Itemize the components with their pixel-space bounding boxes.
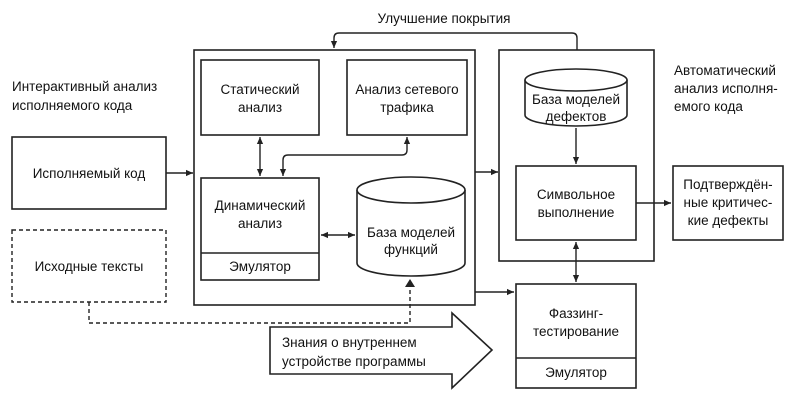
interactive-analysis-title-line1: Интерактивный анализ	[12, 79, 157, 94]
static-analysis-label-line2: анализ	[238, 100, 282, 115]
knowledge-label-line1: Знания о внутреннем	[282, 335, 417, 350]
fuzzing-box	[515, 283, 637, 389]
fuzzing-emulator-label: Эмулятор	[545, 365, 607, 380]
dynamic-analysis-box	[200, 177, 320, 281]
interactive-analysis-frame	[193, 49, 476, 306]
traffic-analysis-box	[346, 59, 468, 136]
confirmed-defects-label-line1: Подтверждён-	[683, 177, 772, 192]
dynamic-traffic-arrow	[279, 137, 411, 176]
defects-db-label-line1: База моделей	[532, 92, 620, 107]
functions-db-top	[356, 176, 466, 204]
defects-db-top	[524, 68, 628, 92]
confirmed-defects-box	[672, 165, 784, 241]
fuzzing-label-line1: Фаззинг-	[549, 306, 603, 321]
symbolic-execution-label-line1: Символьное	[537, 187, 615, 202]
symbolic-execution-label-line2: выполнение	[538, 205, 615, 220]
confirmed-defects-label-line2: ные критичес-	[684, 195, 773, 210]
dynamic-emulator-label: Эмулятор	[229, 259, 291, 274]
functions-db-label-line1: База моделей	[367, 225, 455, 240]
automatic-analysis-title-line1: Автоматический	[674, 63, 776, 78]
traffic-analysis-label-line2: трафика	[380, 100, 434, 115]
symbolic-execution-box	[515, 165, 637, 241]
coverage-improvement-label: Улучшение покрытия	[378, 11, 511, 26]
automatic-analysis-title-line3: емого кода	[674, 99, 743, 114]
executable-code-box	[11, 136, 167, 210]
defects-db-label-line2: дефектов	[546, 109, 607, 124]
knowledge-arrow-shape	[269, 311, 494, 390]
defects-db-cylinder	[524, 80, 628, 127]
dynamic-analysis-label-line2: анализ	[238, 216, 282, 231]
traffic-analysis-label-line1: Анализ сетевого	[355, 82, 458, 97]
static-analysis-label-line1: Статический	[221, 82, 300, 97]
source-texts-dashed-arrowhead	[405, 279, 415, 287]
functions-db-cylinder	[356, 190, 466, 277]
confirmed-defects-label-line3: кие дефекты	[688, 213, 769, 228]
dynamic-analysis-label-line1: Динамический	[215, 198, 306, 213]
executable-code-label: Исполняемый код	[33, 166, 146, 181]
static-analysis-box	[200, 59, 320, 136]
source-texts-dashed-connector	[88, 280, 411, 324]
functions-db-label-line2: функций	[384, 242, 438, 257]
knowledge-label-line2: устройстве программы	[282, 354, 426, 369]
interactive-analysis-title-line2: исполняемого кода	[12, 98, 133, 113]
source-texts-label: Исходные тексты	[35, 259, 144, 274]
automatic-analysis-title-line2: анализ исполня-	[674, 81, 778, 96]
coverage-loop-arrow	[330, 32, 578, 50]
fuzzing-label-line2: тестирование	[533, 324, 619, 339]
